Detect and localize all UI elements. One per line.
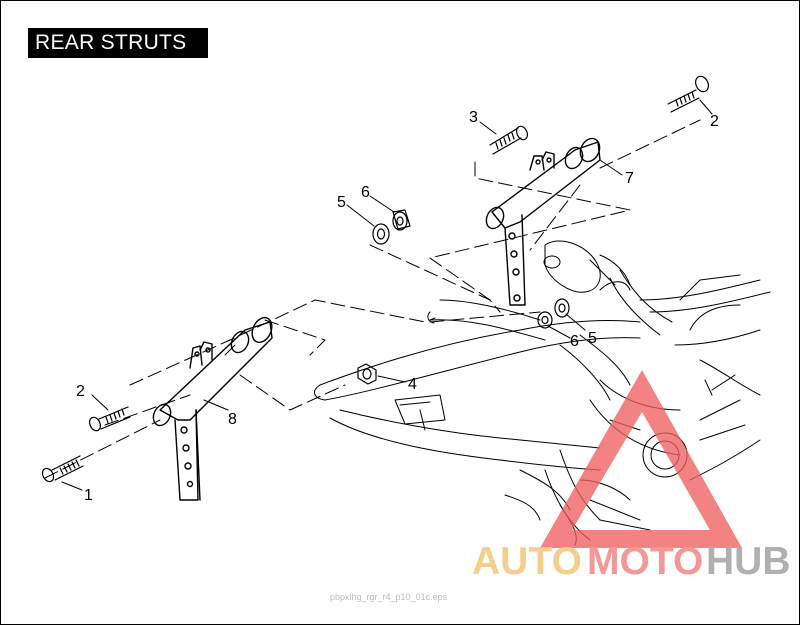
watermark-logo: AUTO MOTO HUB [472,370,791,583]
swingarm-frame [314,240,771,546]
part-8-left-strut [152,316,273,501]
watermark-text-moto: MOTO [587,540,703,583]
part-3-bolt [489,125,529,155]
watermark-triangle-icon [540,370,742,548]
callout-5-upper: 5 [337,194,346,211]
callout-6-lower: 6 [570,333,579,350]
part-4-nut [357,363,377,385]
part-2-bolt-left [88,406,131,432]
callout-8: 8 [228,411,237,428]
callout-2-left: 2 [76,383,85,400]
callout-4: 4 [408,376,417,393]
callout-labels: 1 2 2 3 4 5 5 6 6 7 8 [76,109,719,504]
part-5-washer-lower [554,298,570,318]
callout-7: 7 [625,170,634,187]
callout-3: 3 [469,109,478,126]
image-file-stamp: pbpxlhg_rgr_r4_p10_01c.eps [330,592,448,602]
part-5-washer-upper [372,223,390,245]
part-6-spacer-lower [537,311,553,329]
diagram-title: REAR STRUTS [28,28,208,58]
part-1-bolt [41,455,84,483]
callout-1: 1 [84,487,93,504]
part-2-bolt-right [667,75,710,113]
part-7-right-strut [485,137,601,306]
callout-6-upper: 6 [361,184,370,201]
callout-leaders [61,99,713,491]
alignment-lines [44,119,701,479]
callout-5-lower: 5 [588,330,597,347]
callout-2-right: 2 [710,113,719,130]
watermark-text-auto: AUTO [472,540,582,583]
watermark-text-hub: HUB [706,540,791,583]
part-6-spacer-upper [392,209,411,231]
